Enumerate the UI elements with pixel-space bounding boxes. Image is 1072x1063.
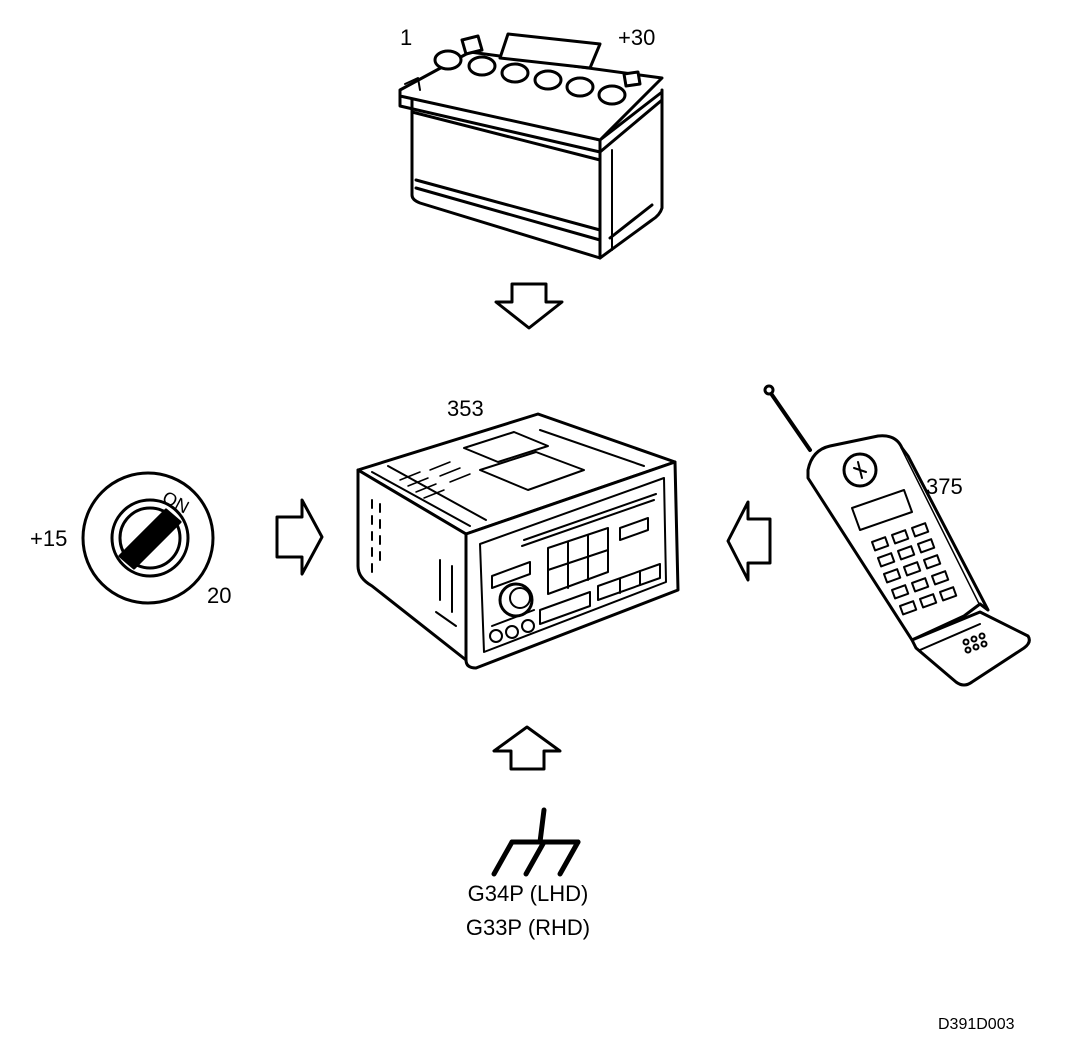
ground-point-lhd-label: G34P (LHD) [467, 881, 589, 906]
battery-icon [398, 32, 664, 260]
ground-point-rhd-label: G33P (RHD) [465, 915, 591, 940]
ignition-supply-label: +15 [30, 526, 68, 551]
car-radio-icon [356, 412, 680, 670]
ignition-switch-icon [81, 471, 215, 605]
arrow-right-icon [275, 498, 324, 576]
arrow-left-icon [726, 500, 772, 582]
radio-component-label: 353 [447, 396, 484, 421]
ignition-component-label: 20 [207, 583, 232, 608]
figure-code: D391D003 [938, 1016, 1015, 1033]
battery-ground-terminal-label: 1 [400, 25, 413, 50]
arrow-down-icon [494, 282, 564, 330]
battery-positive-terminal-label: +30 [618, 25, 656, 50]
mobile-phone-icon [763, 384, 1031, 687]
ground-symbol-icon [491, 807, 581, 877]
arrow-up-icon [492, 725, 562, 771]
phone-component-label: 375 [926, 474, 963, 499]
